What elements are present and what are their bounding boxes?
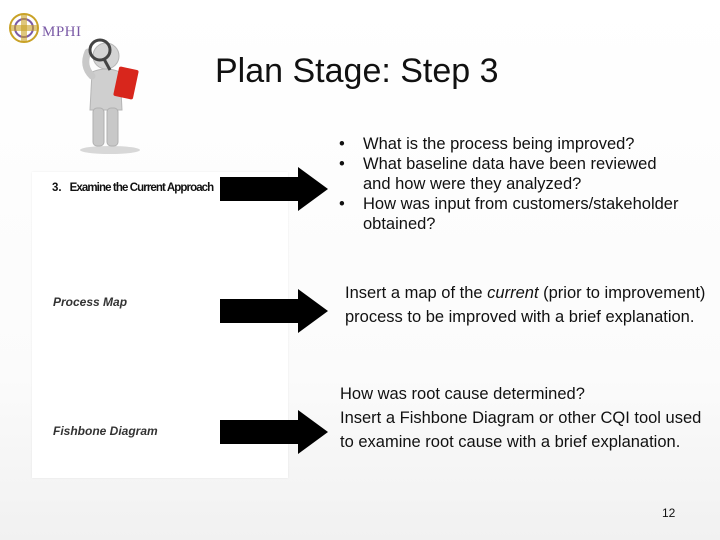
- logo-text: MPHI: [42, 24, 82, 40]
- process-questions-list: What is the process being improved? What…: [337, 134, 712, 234]
- bullet-item: What is the process being improved?: [337, 134, 712, 154]
- mphi-logo: MPHI: [4, 8, 94, 48]
- right-arrow-icon: [220, 410, 328, 454]
- fishbone-instruction-text: Insert a Fishbone Diagram or other CQI t…: [340, 409, 702, 451]
- process-map-text-before: Insert a map of the: [345, 284, 488, 302]
- bullet-item: What baseline data have been reviewed an…: [337, 154, 683, 194]
- form-heading-text: Examine the Current Approach: [69, 182, 215, 194]
- form-heading: 3. Examine the Current Approach: [52, 182, 215, 194]
- fishbone-instructions: How was root cause determined? Insert a …: [340, 382, 702, 454]
- right-arrow-icon: [220, 167, 328, 211]
- root-cause-question: How was root cause determined?: [340, 385, 585, 403]
- page-number: 12: [662, 506, 676, 520]
- process-map-text-emphasis: current: [487, 284, 539, 302]
- person-with-magnifier-icon: [80, 38, 140, 154]
- form-heading-number: 3.: [52, 182, 62, 194]
- bullet-item: How was input from customers/stakeholder…: [337, 194, 683, 234]
- process-map-label: Process Map: [53, 295, 128, 309]
- slide-title: Plan Stage: Step 3: [215, 52, 499, 90]
- process-map-instructions: Insert a map of the current (prior to im…: [345, 281, 707, 329]
- mphi-logo-icon: [9, 13, 39, 43]
- fishbone-diagram-label: Fishbone Diagram: [53, 424, 158, 438]
- right-arrow-icon: [220, 289, 328, 333]
- process-map-text-after: (prior to improvement) process to be imp…: [345, 284, 706, 326]
